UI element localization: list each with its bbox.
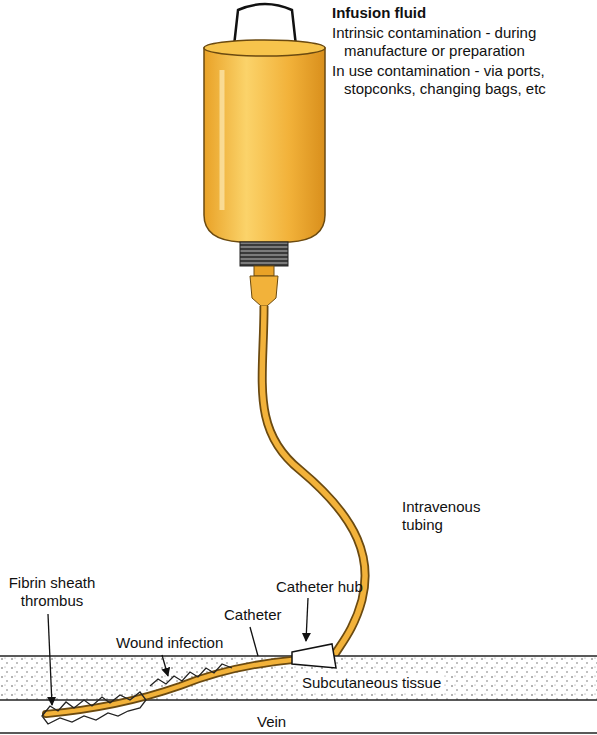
catheter-hub [292, 644, 336, 668]
leader-line [306, 598, 308, 641]
vein-wall [0, 699, 597, 701]
vein-wall [0, 732, 597, 734]
spike-connector [254, 266, 274, 276]
intravenous-tubing [262, 306, 365, 656]
layer-label: Subcutaneous tissue [300, 674, 443, 692]
leader-line [250, 627, 258, 656]
tubing-outline [262, 306, 365, 656]
bag-neck [240, 242, 288, 266]
fibrin-sheath [42, 692, 146, 724]
leader-line [162, 655, 168, 676]
note-label: Intrinsic contamination - during manufac… [332, 24, 592, 60]
drip-chamber [250, 276, 278, 306]
part-label: Catheter [224, 606, 282, 624]
catheter-outline [46, 660, 292, 714]
part-label: Catheter hub [276, 578, 363, 596]
bag-shine [220, 70, 225, 210]
part-label: Fibrin sheath thrombus [2, 574, 102, 610]
part-label: Intravenous tubing [402, 498, 497, 534]
infusion-bag [204, 48, 325, 242]
bag-rim [204, 40, 325, 56]
leader-line [48, 614, 52, 705]
wound-infection [150, 664, 232, 686]
layer-label: Vein [255, 713, 288, 731]
heading-label: Infusion fluid [332, 4, 426, 22]
note-label: In use contamination - via ports, stopco… [332, 62, 592, 98]
catheter [46, 660, 292, 714]
part-label: Wound infection [116, 634, 223, 652]
